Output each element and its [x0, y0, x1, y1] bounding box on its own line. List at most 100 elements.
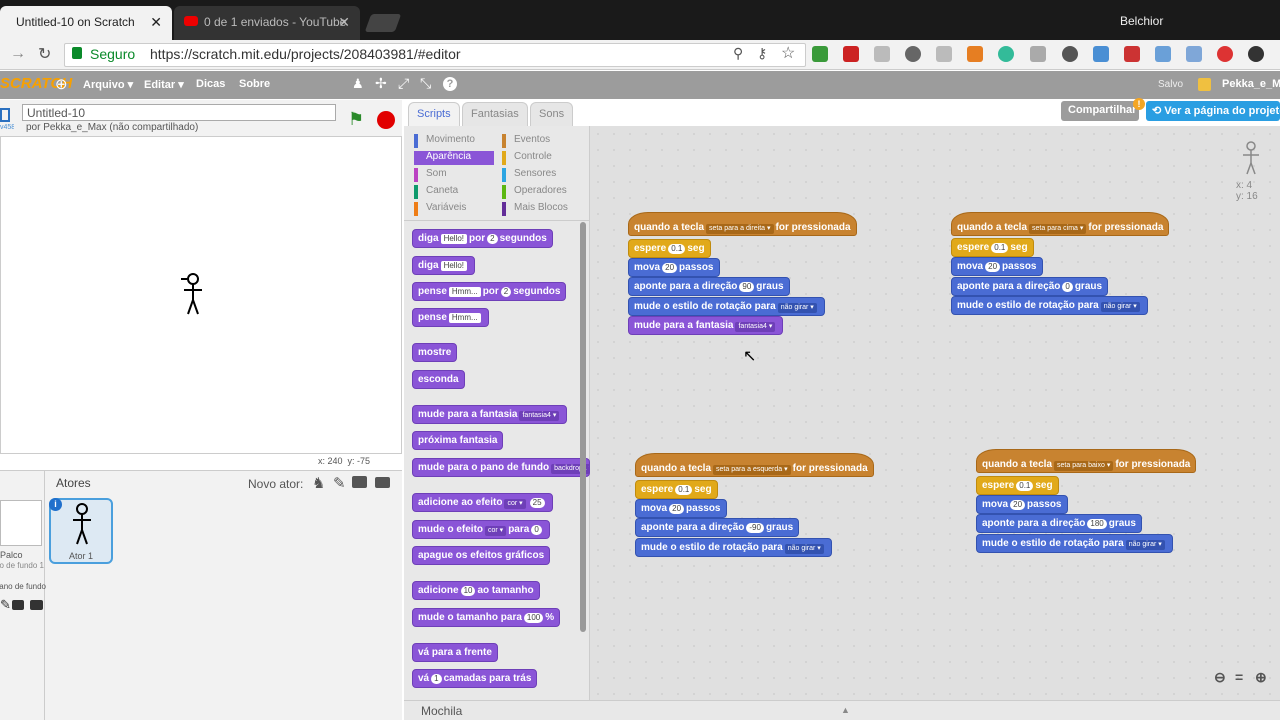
block-input[interactable]: 0	[1062, 282, 1073, 292]
block-input[interactable]: 2	[487, 234, 498, 244]
extension-icon[interactable]	[1155, 46, 1171, 62]
zoom-reset-icon[interactable]: =	[1235, 669, 1244, 685]
block-input[interactable]: 2	[500, 287, 512, 297]
tab-sons[interactable]: Sons	[530, 102, 574, 126]
block-input[interactable]: 0	[531, 525, 542, 535]
category-9[interactable]: Mais Blocos	[502, 202, 582, 216]
block-input[interactable]: 90	[739, 282, 755, 292]
block-input[interactable]: Hello!	[440, 234, 468, 244]
username[interactable]: Pekka_e_Max	[1222, 78, 1280, 90]
info-icon[interactable]: i	[49, 498, 62, 511]
effect-dropdown[interactable]: cor ▾	[485, 526, 507, 536]
category-0[interactable]: Movimento	[414, 134, 494, 148]
category-2[interactable]: Aparência	[414, 151, 494, 165]
palette-scrollbar[interactable]	[580, 222, 586, 632]
extension-icon[interactable]	[874, 46, 890, 62]
camera-backdrop-icon[interactable]	[30, 600, 43, 610]
menu-sobre[interactable]: Sobre	[239, 78, 271, 90]
project-title-input[interactable]: Untitled-10	[22, 104, 336, 121]
extension-icon[interactable]	[843, 46, 859, 62]
extension-icon[interactable]	[998, 46, 1014, 62]
green-flag-icon[interactable]: ⚑	[348, 109, 365, 129]
expand-backpack-icon[interactable]: ▲	[841, 705, 850, 715]
sprite-library-icon[interactable]: ♞	[312, 475, 326, 492]
category-4[interactable]: Som	[414, 168, 494, 182]
block-input[interactable]: 0.1	[675, 485, 693, 495]
extension-icon[interactable]	[1030, 46, 1046, 62]
block-input[interactable]: 20	[1010, 500, 1026, 510]
globe-icon[interactable]: ⊕	[55, 76, 68, 93]
costume-dropdown[interactable]: fantasia4 ▾	[735, 322, 776, 332]
extension-icon[interactable]	[1186, 46, 1202, 62]
stick-figure-sprite[interactable]	[178, 272, 206, 316]
zoom-out-icon[interactable]: ⊖	[1214, 669, 1226, 685]
zoom-in-icon[interactable]: ⊕	[1255, 669, 1267, 685]
block-show[interactable]: mostre	[412, 343, 458, 362]
category-8[interactable]: Variáveis	[414, 202, 494, 216]
paint-sprite-icon[interactable]: ✎	[333, 475, 346, 492]
style-dropdown[interactable]: não girar ▾	[1100, 302, 1140, 312]
category-7[interactable]: Operadores	[502, 185, 582, 199]
block-clear-effects[interactable]: apague os efeitos gráficos	[412, 546, 551, 565]
key-icon[interactable]: ⚷	[757, 45, 768, 61]
camera-sprite-icon[interactable]	[375, 477, 390, 488]
block-input[interactable]: 10	[460, 586, 476, 596]
close-tab-icon[interactable]: ✕	[150, 14, 162, 30]
browser-user[interactable]: Belchior	[1120, 14, 1164, 28]
menu-dicas[interactable]: Dicas	[196, 78, 226, 90]
folder-icon[interactable]	[1198, 78, 1211, 91]
reload-icon[interactable]: ↻	[38, 46, 52, 63]
block-input[interactable]: 0.1	[668, 244, 686, 254]
scratch-logo[interactable]: SCRATCH	[0, 75, 73, 92]
backpack-bar[interactable]	[404, 700, 1280, 720]
costume-dropdown[interactable]: fantasia4 ▾	[519, 411, 560, 421]
block-next-costume[interactable]: próxima fantasia	[412, 431, 504, 450]
help-icon[interactable]: ?	[443, 77, 457, 91]
star-icon[interactable]: ☆	[781, 45, 796, 62]
paint-backdrop-icon[interactable]: ✎	[0, 597, 11, 612]
extension-icon[interactable]	[967, 46, 983, 62]
stage[interactable]	[0, 136, 402, 454]
block-input[interactable]: 0.1	[1016, 481, 1034, 491]
category-3[interactable]: Controle	[502, 151, 582, 165]
tab-scratch[interactable]: Untitled-10 on Scratch✕	[0, 6, 172, 40]
stop-icon[interactable]	[377, 111, 395, 129]
style-dropdown[interactable]: não girar ▾	[777, 303, 817, 313]
url-input[interactable]	[64, 43, 806, 67]
menu-arquivo[interactable]: Arquivo ▾	[83, 79, 134, 91]
block-input[interactable]: 180	[1087, 519, 1107, 529]
extension-icon[interactable]	[1124, 46, 1140, 62]
block-hide[interactable]: esconda	[412, 370, 465, 389]
upload-backdrop-icon[interactable]	[12, 600, 24, 610]
delete-tool-icon[interactable]: ✢	[375, 75, 387, 91]
category-1[interactable]: Eventos	[502, 134, 582, 148]
key-dropdown[interactable]: seta para a direita ▾	[706, 224, 774, 234]
duplicate-tool-icon[interactable]: ♟	[352, 76, 364, 91]
style-dropdown[interactable]: não girar ▾	[784, 544, 824, 554]
block-input[interactable]: 25	[529, 498, 545, 508]
